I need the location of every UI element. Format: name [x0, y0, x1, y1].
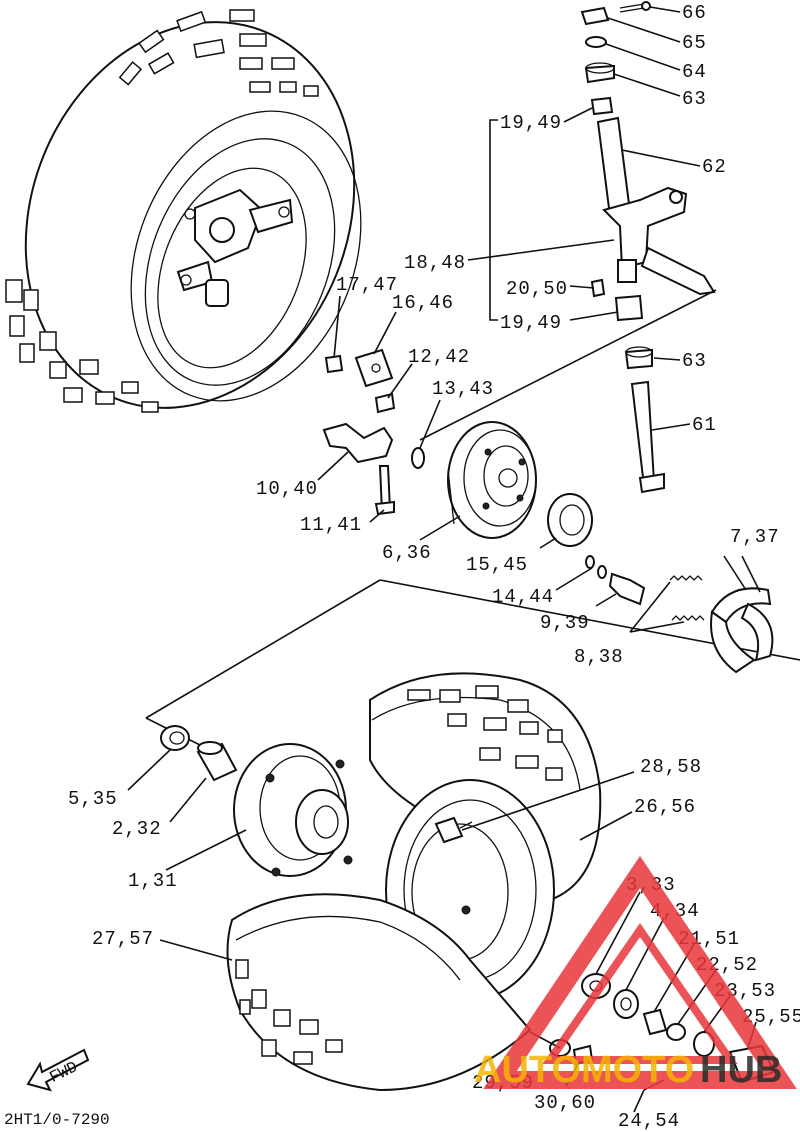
brake-assembly: [322, 289, 800, 674]
callout-63-lower: 63: [682, 350, 707, 372]
watermark-logo: [483, 855, 797, 1089]
lower-wheel: [145, 579, 602, 1092]
callout-2-32: 2,32: [112, 818, 162, 840]
callout-16-46: 16,46: [392, 292, 454, 314]
callout-27-57: 27,57: [92, 928, 154, 950]
callout-1-31: 1,31: [128, 870, 178, 892]
callout-20-50: 20,50: [506, 278, 568, 300]
spindle-assembly: [580, 1, 716, 494]
callout-9-39: 9,39: [540, 612, 590, 634]
callout-25-55: 25,55: [742, 1006, 800, 1028]
callout-30-60: 30,60: [534, 1092, 596, 1114]
callout-19-49-upper: 19,49: [500, 112, 562, 134]
callout-19-49-lower: 19,49: [500, 312, 562, 334]
fwd-arrow-icon: [26, 1048, 90, 1092]
callout-62: 62: [702, 156, 727, 178]
callout-6-36: 6,36: [382, 542, 432, 564]
callout-65: 65: [682, 32, 707, 54]
watermark-text-automoto: AUTOMOTO: [474, 1049, 694, 1091]
callout-26-56: 26,56: [634, 796, 696, 818]
callout-28-58: 28,58: [640, 756, 702, 778]
callout-61: 61: [692, 414, 717, 436]
callout-64: 64: [682, 61, 707, 83]
callout-7-37: 7,37: [730, 526, 780, 548]
upper-wheel-tire: [5, 9, 362, 413]
callout-63-upper: 63: [682, 88, 707, 110]
callout-14-44: 14,44: [492, 586, 554, 608]
diagram-code: 2HT1/0-7290: [4, 1111, 110, 1129]
callout-10-40: 10,40: [256, 478, 318, 500]
callout-8-38: 8,38: [574, 646, 624, 668]
watermark-text-hub: HUB: [700, 1049, 782, 1091]
callout-13-43: 13,43: [432, 378, 494, 400]
callout-17-47: 17,47: [336, 274, 398, 296]
callout-18-48: 18,48: [404, 252, 466, 274]
callout-15-45: 15,45: [466, 554, 528, 576]
callout-5-35: 5,35: [68, 788, 118, 810]
callout-12-42: 12,42: [408, 346, 470, 368]
upper-hub-detail: [176, 188, 294, 307]
callout-66: 66: [682, 2, 707, 24]
callout-24-54: 24,54: [618, 1110, 680, 1132]
callout-11-41: 11,41: [300, 514, 362, 536]
